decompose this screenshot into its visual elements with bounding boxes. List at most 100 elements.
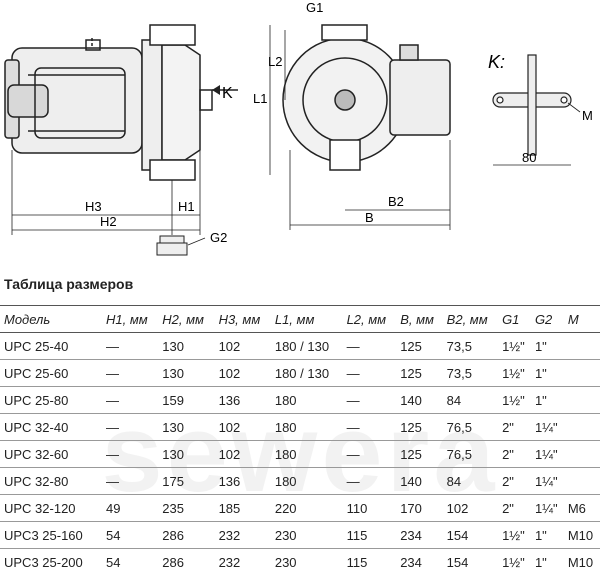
table-cell: 54: [102, 522, 158, 549]
table-cell: 180: [271, 468, 343, 495]
table-cell: 76,5: [443, 414, 498, 441]
table-cell: UPC 32-40: [0, 414, 102, 441]
table-cell: UPC 32-120: [0, 495, 102, 522]
table-cell: 102: [215, 333, 271, 360]
l1-label: L1: [253, 91, 267, 106]
table-cell: [564, 360, 600, 387]
table-cell: 54: [102, 549, 158, 575]
table-cell: 1½": [498, 333, 531, 360]
k-view-label: K:: [488, 52, 505, 72]
table-cell: 1½": [498, 360, 531, 387]
m-label: M: [582, 108, 593, 123]
table-cell: 110: [343, 495, 397, 522]
g2-label: G2: [210, 230, 227, 245]
table-cell: 49: [102, 495, 158, 522]
table-cell: 220: [271, 495, 343, 522]
table-cell: —: [343, 414, 397, 441]
table-cell: 286: [158, 549, 214, 575]
table-cell: [564, 468, 600, 495]
table-cell: UPC 32-60: [0, 441, 102, 468]
dim-80-label: 80: [522, 150, 536, 165]
table-cell: 234: [396, 549, 442, 575]
table-cell: 2": [498, 495, 531, 522]
table-cell: 180 / 130: [271, 333, 343, 360]
h1-label: H1: [178, 199, 195, 214]
table-cell: 175: [158, 468, 214, 495]
table-cell: 102: [215, 414, 271, 441]
table-cell: 125: [396, 414, 442, 441]
table-cell: —: [102, 441, 158, 468]
table-cell: —: [102, 414, 158, 441]
table-cell: 170: [396, 495, 442, 522]
table-cell: UPC3 25-200: [0, 549, 102, 575]
table-cell: M10: [564, 522, 600, 549]
table-cell: 230: [271, 522, 343, 549]
table-cell: 84: [443, 387, 498, 414]
table-cell: 2": [498, 441, 531, 468]
table-cell: 125: [396, 360, 442, 387]
table-cell: 102: [215, 360, 271, 387]
b2-label: B2: [388, 194, 404, 209]
column-header: H1, мм: [102, 306, 158, 333]
table-cell: 1¼": [531, 468, 564, 495]
table-cell: 102: [215, 441, 271, 468]
table-cell: 125: [396, 441, 442, 468]
column-header: H2, мм: [158, 306, 214, 333]
table-cell: 1½": [498, 549, 531, 575]
table-cell: 1": [531, 522, 564, 549]
table-cell: 180 / 130: [271, 360, 343, 387]
table-cell: 130: [158, 441, 214, 468]
table-cell: 115: [343, 549, 397, 575]
table-cell: —: [102, 360, 158, 387]
front-view: [283, 25, 450, 170]
table-cell: 230: [271, 549, 343, 575]
table-cell: 159: [158, 387, 214, 414]
table-title: Таблица размеров: [4, 276, 133, 292]
k-arrow-head: [212, 85, 220, 95]
table-cell: UPC 25-80: [0, 387, 102, 414]
k-arrow-label: K: [222, 85, 233, 102]
table-cell: 130: [158, 360, 214, 387]
table-cell: 1": [531, 549, 564, 575]
column-header: H3, мм: [215, 306, 271, 333]
table-cell: 286: [158, 522, 214, 549]
table-cell: —: [102, 468, 158, 495]
table-cell: —: [343, 441, 397, 468]
column-header: B2, мм: [443, 306, 498, 333]
table-cell: 125: [396, 333, 442, 360]
g1-label: G1: [306, 0, 323, 15]
table-cell: 1¼": [531, 414, 564, 441]
table-cell: M6: [564, 495, 600, 522]
side-view: [5, 25, 212, 180]
table-cell: —: [102, 333, 158, 360]
pump-dimension-drawing: K H3 H1 H2 G2 G1 L1 L2 B2 B K: 80 M: [0, 0, 600, 265]
table-cell: UPC 25-60: [0, 360, 102, 387]
table-cell: 84: [443, 468, 498, 495]
table-cell: 130: [158, 414, 214, 441]
b-label: B: [365, 210, 374, 225]
table-cell: 140: [396, 387, 442, 414]
table-cell: —: [102, 387, 158, 414]
table-cell: [564, 333, 600, 360]
table-cell: 73,5: [443, 333, 498, 360]
table-cell: 232: [215, 549, 271, 575]
table-cell: 185: [215, 495, 271, 522]
table-cell: 180: [271, 387, 343, 414]
l2-label: L2: [268, 54, 282, 69]
table-cell: 180: [271, 441, 343, 468]
table-cell: 1¼": [531, 495, 564, 522]
table-cell: 180: [271, 414, 343, 441]
table-cell: 73,5: [443, 360, 498, 387]
column-header: L2, мм: [343, 306, 397, 333]
table-cell: 130: [158, 333, 214, 360]
table-cell: 140: [396, 468, 442, 495]
